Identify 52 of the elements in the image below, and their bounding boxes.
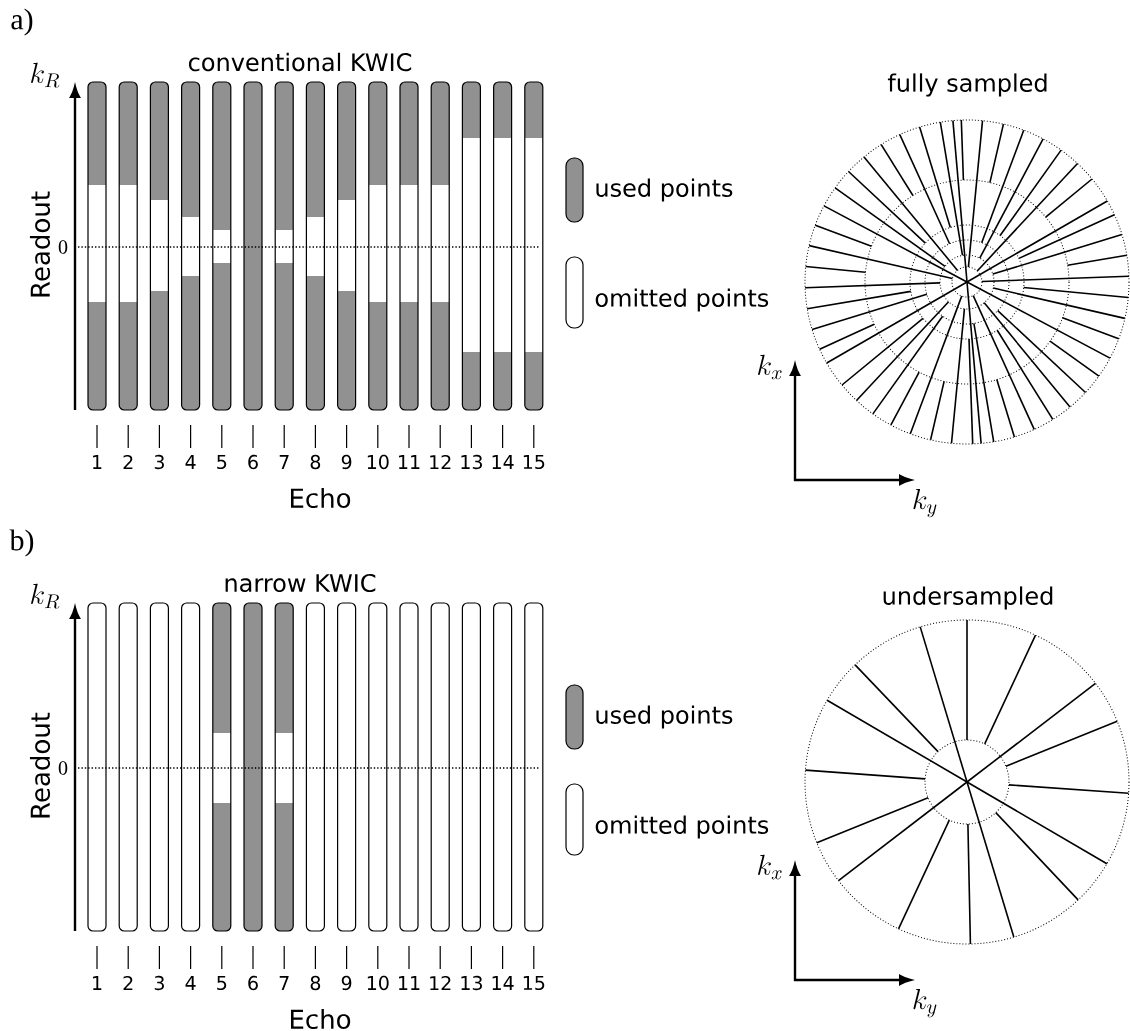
chart-title: conventional KWIC — [188, 52, 412, 72]
axis-label: $k_y$ — [913, 988, 937, 1018]
axis-label: Echo — [291, 1008, 351, 1030]
tick-label: 12 — [430, 454, 451, 470]
tick-label: 6 — [248, 975, 258, 991]
tick-label: 8 — [310, 975, 321, 991]
chart-title: narrow KWIC — [225, 573, 376, 593]
tick-label: 6 — [248, 454, 258, 470]
tick-label: 0 — [58, 240, 68, 254]
tick-label: 7 — [279, 455, 289, 469]
axis-label: Readout — [29, 191, 51, 297]
tick-label: 2 — [123, 975, 133, 991]
tick-label: 2 — [123, 454, 133, 470]
tick-label: 5 — [217, 454, 227, 470]
axis-label: $k_R$ — [31, 583, 60, 609]
tick-label: 1 — [93, 455, 102, 469]
tick-label: 14 — [492, 976, 514, 990]
tick-label: 9 — [341, 975, 352, 991]
tick-label: 11 — [399, 455, 420, 469]
tick-label: 5 — [217, 975, 227, 991]
chart-title: undersampled — [883, 586, 1053, 610]
axis-label: Echo — [291, 487, 351, 509]
tick-label: 14 — [492, 455, 514, 469]
tick-label: 10 — [367, 975, 389, 991]
panel-label: a) — [11, 8, 33, 36]
legend-label: used points — [596, 705, 733, 729]
tick-label: 11 — [399, 976, 420, 990]
axis-label: $k_y$ — [913, 488, 937, 518]
legend-label: omitted points — [595, 815, 769, 839]
tick-label: 4 — [185, 455, 196, 469]
tick-label: 15 — [523, 975, 545, 991]
axis-label: $k_x$ — [758, 854, 782, 880]
tick-label: 15 — [523, 454, 545, 470]
tick-label: 7 — [279, 976, 289, 990]
axis-label: $k_x$ — [758, 354, 782, 380]
tick-label: 8 — [310, 454, 321, 470]
legend-label: omitted points — [595, 288, 769, 312]
axis-label: Readout — [29, 712, 51, 818]
tick-label: 3 — [154, 454, 164, 470]
tick-label: 10 — [367, 454, 389, 470]
axis-label: $k_R$ — [31, 62, 60, 88]
chart-title: fully sampled — [887, 73, 1047, 97]
tick-label: 0 — [58, 761, 68, 775]
tick-label: 1 — [93, 976, 102, 990]
tick-label: 12 — [430, 975, 451, 991]
panel-label: b) — [9, 529, 34, 557]
tick-label: 9 — [341, 454, 352, 470]
tick-label: 4 — [185, 976, 196, 990]
tick-label: 13 — [461, 454, 482, 470]
tick-label: 3 — [154, 975, 164, 991]
legend-label: used points — [596, 178, 733, 202]
tick-label: 13 — [461, 975, 482, 991]
